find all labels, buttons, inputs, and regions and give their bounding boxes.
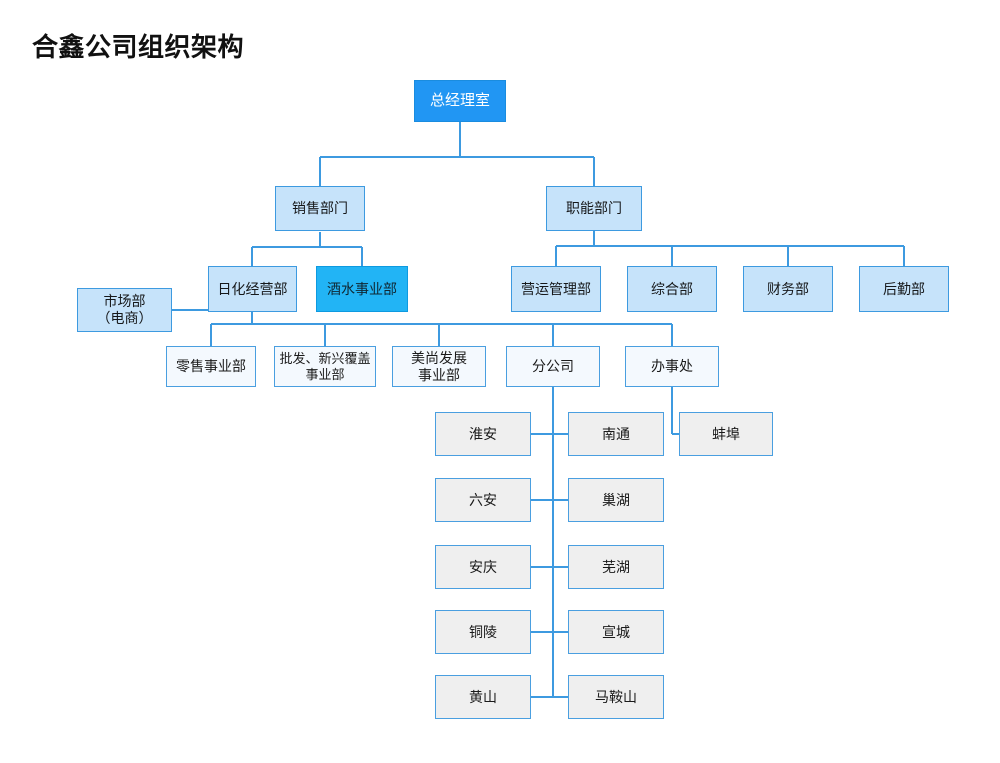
- org-node-city-luan[interactable]: 六安: [435, 478, 531, 522]
- node-label: 日化经营部: [217, 280, 288, 297]
- node-label: 六安: [469, 491, 497, 508]
- node-label: 分公司: [532, 358, 574, 375]
- org-node-city-bengbu[interactable]: 蚌埠: [679, 412, 773, 456]
- node-label: 酒水事业部: [327, 280, 397, 297]
- node-label: 后勤部: [883, 280, 925, 297]
- org-node-city-nantong[interactable]: 南通: [568, 412, 664, 456]
- org-node-city-huangshan[interactable]: 黄山: [435, 675, 531, 719]
- node-label: 芜湖: [602, 558, 630, 575]
- node-label: 综合部: [651, 280, 693, 297]
- node-label: 淮安: [469, 425, 497, 442]
- node-label: 总经理室: [429, 92, 490, 110]
- node-label: 宣城: [602, 623, 630, 640]
- org-node-branch[interactable]: 分公司: [506, 346, 600, 387]
- node-label: 黄山: [469, 688, 497, 705]
- org-node-market[interactable]: 市场部 （电商）: [77, 288, 172, 332]
- node-label: 蚌埠: [712, 425, 740, 442]
- org-node-office[interactable]: 办事处: [625, 346, 719, 387]
- org-node-city-anqing[interactable]: 安庆: [435, 545, 531, 589]
- node-label: 南通: [602, 425, 630, 442]
- org-node-city-maanshan[interactable]: 马鞍山: [568, 675, 664, 719]
- node-label: 营运管理部: [521, 280, 591, 297]
- org-node-city-wuhu[interactable]: 芜湖: [568, 545, 664, 589]
- node-label: 巢湖: [602, 491, 630, 508]
- node-label: 办事处: [651, 358, 693, 375]
- node-label: 铜陵: [469, 623, 497, 640]
- org-node-city-huaian[interactable]: 淮安: [435, 412, 531, 456]
- org-node-sales[interactable]: 销售部门: [275, 186, 365, 231]
- org-node-city-tongling[interactable]: 铜陵: [435, 610, 531, 654]
- node-label: 批发、新兴覆盖 事业部: [279, 351, 371, 382]
- org-node-retail[interactable]: 零售事业部: [166, 346, 256, 387]
- org-node-city-chaohu[interactable]: 巢湖: [568, 478, 664, 522]
- org-node-beverage[interactable]: 酒水事业部: [316, 266, 408, 312]
- page-title: 合鑫公司组织架构: [32, 32, 245, 62]
- org-node-wholesale[interactable]: 批发、新兴覆盖 事业部: [274, 346, 376, 387]
- org-node-city-xuancheng[interactable]: 宣城: [568, 610, 664, 654]
- node-label: 马鞍山: [595, 688, 637, 705]
- node-label: 安庆: [469, 558, 497, 575]
- node-label: 职能部门: [566, 200, 622, 217]
- org-node-daily-chem[interactable]: 日化经营部: [208, 266, 297, 312]
- org-node-logistics[interactable]: 后勤部: [859, 266, 949, 312]
- node-label: 市场部 （电商）: [96, 293, 153, 326]
- org-node-meishang[interactable]: 美尚发展 事业部: [392, 346, 486, 387]
- org-node-operations[interactable]: 营运管理部: [511, 266, 601, 312]
- org-node-finance[interactable]: 财务部: [743, 266, 833, 312]
- org-node-general[interactable]: 综合部: [627, 266, 717, 312]
- org-node-root[interactable]: 总经理室: [414, 80, 506, 122]
- org-node-functional[interactable]: 职能部门: [546, 186, 642, 231]
- node-label: 零售事业部: [176, 358, 246, 375]
- node-label: 美尚发展 事业部: [411, 349, 467, 383]
- node-label: 销售部门: [292, 200, 348, 217]
- node-label: 财务部: [767, 280, 809, 297]
